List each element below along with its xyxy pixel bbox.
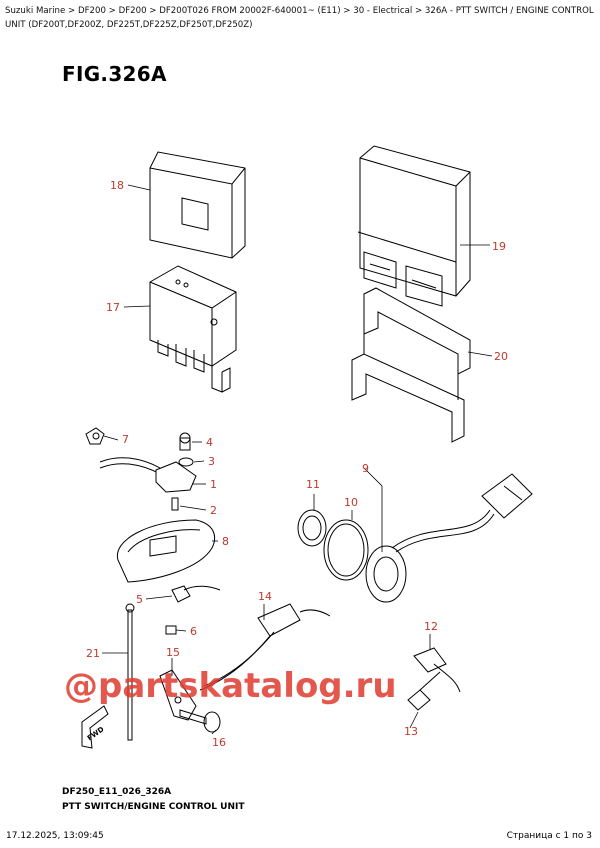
callout-15: 15 xyxy=(166,646,180,659)
callout-16: 16 xyxy=(212,736,226,749)
breadcrumb: Suzuki Marine > DF200 > DF200 > DF200T02… xyxy=(5,6,594,30)
callout-9: 9 xyxy=(362,462,369,475)
part-7-clip xyxy=(85,427,105,445)
part-8-housing xyxy=(116,519,216,583)
part-17-module xyxy=(149,265,237,393)
part-1-sensor xyxy=(99,457,197,493)
part-10-o-ring xyxy=(323,519,369,581)
part-5-connector xyxy=(171,585,221,603)
callout-1: 1 xyxy=(210,478,217,491)
watermark: @partskatalog.ru xyxy=(64,666,397,706)
callout-5: 5 xyxy=(136,593,143,606)
part-14-harness xyxy=(199,603,331,691)
callout-6: 6 xyxy=(190,625,197,638)
part-19-ecu xyxy=(357,145,471,307)
part-9-switch-harness xyxy=(365,473,533,603)
callout-14: 14 xyxy=(258,590,272,603)
callout-12: 12 xyxy=(424,620,438,633)
callout-20: 20 xyxy=(494,350,508,363)
print-date: 17.12.2025, 13:09:45 xyxy=(6,831,104,841)
callout-13: 13 xyxy=(404,725,418,738)
callout-7: 7 xyxy=(122,433,129,446)
part-21-cable-tie xyxy=(125,603,135,741)
part-11-nut xyxy=(297,509,327,547)
part-2-pin xyxy=(171,497,179,511)
part-3-washer xyxy=(178,457,194,467)
part-6-screw xyxy=(165,625,177,635)
footer-code: DF250_E11_026_326A xyxy=(62,787,172,797)
footer-name: PTT SWITCH/ENGINE CONTROL UNIT xyxy=(62,802,245,812)
callout-2: 2 xyxy=(210,504,217,517)
callout-21: 21 xyxy=(86,647,100,660)
callout-10: 10 xyxy=(344,496,358,509)
callout-8: 8 xyxy=(222,535,229,548)
part-18-cover xyxy=(149,151,246,259)
callout-19: 19 xyxy=(492,240,506,253)
part-15-bracket xyxy=(159,669,197,721)
part-13-screw xyxy=(407,671,441,711)
callout-3: 3 xyxy=(208,455,215,468)
callout-4: 4 xyxy=(206,436,213,449)
fwd-direction-marker xyxy=(81,705,109,749)
callout-11: 11 xyxy=(306,478,320,491)
part-20-bracket xyxy=(351,287,471,443)
page-info: Страница с 1 по 3 xyxy=(506,831,592,841)
figure-title: FIG.326A xyxy=(62,62,167,86)
callout-18: 18 xyxy=(110,179,124,192)
part-12-clamp xyxy=(413,647,461,693)
part-4-bolt xyxy=(179,432,191,451)
callout-17: 17 xyxy=(106,301,120,314)
part-16-bolt xyxy=(179,709,221,733)
